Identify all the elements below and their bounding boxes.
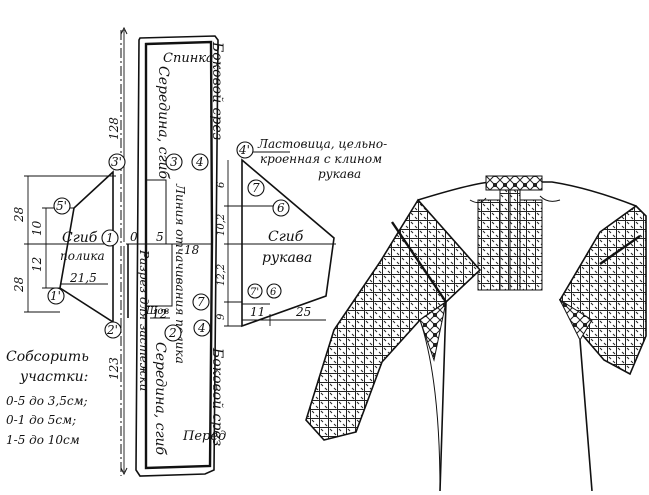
dim-10-2: 10,2 bbox=[216, 214, 227, 236]
dim-21-5: 21,5 bbox=[69, 271, 97, 285]
dim-total-lower: 123 bbox=[107, 357, 121, 380]
point-4b: 4 bbox=[193, 319, 211, 337]
label-shov: Шов bbox=[145, 306, 169, 317]
label-polik-fold: Сгиб bbox=[62, 230, 98, 246]
svg-text:6: 6 bbox=[277, 201, 285, 215]
svg-text:2: 2 bbox=[168, 326, 177, 340]
point-3: 3 bbox=[165, 153, 183, 171]
gusset-label-2: кроенная с клином bbox=[260, 152, 382, 166]
notes-title-2: участки: bbox=[19, 369, 88, 385]
svg-text:5': 5' bbox=[56, 199, 67, 213]
point-1: 1 bbox=[101, 229, 119, 247]
svg-text:2': 2' bbox=[106, 323, 118, 337]
label-side-cut-top: Боковой срез bbox=[209, 41, 225, 140]
body-panel-labels: Спинка Перед Боковой срез Боковой срез С… bbox=[107, 41, 226, 456]
dim-12-lower: 12 bbox=[152, 307, 167, 321]
dim-9: 9 bbox=[216, 313, 227, 320]
polik-piece bbox=[24, 170, 116, 324]
point-2: 2 bbox=[164, 324, 182, 342]
point-0: 0 bbox=[130, 230, 138, 244]
shirt-illustration bbox=[305, 175, 647, 492]
dim-18: 18 bbox=[184, 243, 200, 257]
label-spinka: Спинка bbox=[163, 51, 214, 66]
point-1p: 1' bbox=[47, 287, 65, 305]
sleeve-labels: Ластовица, цельно- кроенная с клином рук… bbox=[216, 137, 387, 320]
point-6: 6 bbox=[272, 199, 290, 217]
label-side-cut-bottom: Боковой срез bbox=[209, 347, 225, 446]
label-polik: полика bbox=[60, 249, 105, 263]
body-panel bbox=[120, 26, 219, 477]
sleeve-fold-label: Сгиб bbox=[268, 229, 304, 245]
label-pered: Перед bbox=[182, 429, 226, 444]
point-markers: 3' 3 4 4' 5' 7 6 1' 1 7 7' 6 2' 2 4 bbox=[47, 141, 290, 342]
label-fastener-slit: Разрез для застежки bbox=[137, 249, 151, 391]
label-fold-middle-top: Середина, сгиб bbox=[155, 66, 171, 180]
notes-item-2: 0-1 до 5см; bbox=[6, 413, 76, 427]
notes-title-1: Собсорить bbox=[6, 349, 89, 365]
dim-6: 6 bbox=[216, 181, 227, 188]
point-6b: 6 bbox=[266, 283, 282, 299]
dim-total-upper: 128 bbox=[107, 117, 121, 140]
dim-10: 10 bbox=[30, 220, 44, 236]
svg-text:7: 7 bbox=[252, 181, 260, 195]
notes-item-1: 0-5 до 3,5см; bbox=[6, 394, 88, 408]
dim-11: 11 bbox=[250, 305, 265, 319]
assembly-notes: Собсорить участки: 0-5 до 3,5см; 0-1 до … bbox=[6, 349, 89, 447]
point-7b: 7 bbox=[192, 293, 210, 311]
gusset-label-3: рукава bbox=[318, 167, 361, 181]
svg-text:4: 4 bbox=[195, 155, 204, 169]
dim-28-bottom: 28 bbox=[12, 276, 26, 293]
sleeve-label: рукава bbox=[262, 250, 312, 266]
dim-5: 5 bbox=[156, 230, 164, 244]
svg-text:1': 1' bbox=[50, 289, 61, 303]
point-3p: 3' bbox=[108, 153, 126, 171]
svg-text:7: 7 bbox=[197, 295, 205, 309]
dim-12-2: 12,2 bbox=[216, 264, 227, 286]
svg-text:3': 3' bbox=[111, 155, 122, 169]
svg-text:4: 4 bbox=[197, 321, 206, 335]
point-7: 7 bbox=[247, 179, 265, 197]
point-5p: 5' bbox=[53, 197, 71, 215]
point-4: 4 bbox=[191, 153, 209, 171]
point-2p: 2' bbox=[104, 321, 122, 339]
dim-28-top: 28 bbox=[12, 206, 26, 223]
svg-text:3: 3 bbox=[170, 155, 178, 169]
point-4p: 4' bbox=[236, 141, 254, 159]
label-shoulder-line: Линия отчачивания полика bbox=[173, 183, 187, 364]
point-7p: 7' bbox=[247, 283, 263, 299]
svg-text:7': 7' bbox=[250, 287, 259, 298]
gusset-label-1: Ластовица, цельно- bbox=[257, 137, 387, 151]
svg-text:6: 6 bbox=[270, 287, 277, 298]
dim-25: 25 bbox=[295, 305, 311, 319]
svg-text:4': 4' bbox=[238, 143, 250, 157]
label-fold-middle-bottom: Середина, сгиб bbox=[152, 342, 168, 456]
polik-labels: 28 10 12 28 21,5 Сгиб полика bbox=[12, 206, 105, 293]
dim-12: 12 bbox=[30, 257, 44, 272]
notes-item-3: 1-5 до 10см bbox=[6, 433, 80, 447]
svg-text:1: 1 bbox=[106, 231, 114, 245]
